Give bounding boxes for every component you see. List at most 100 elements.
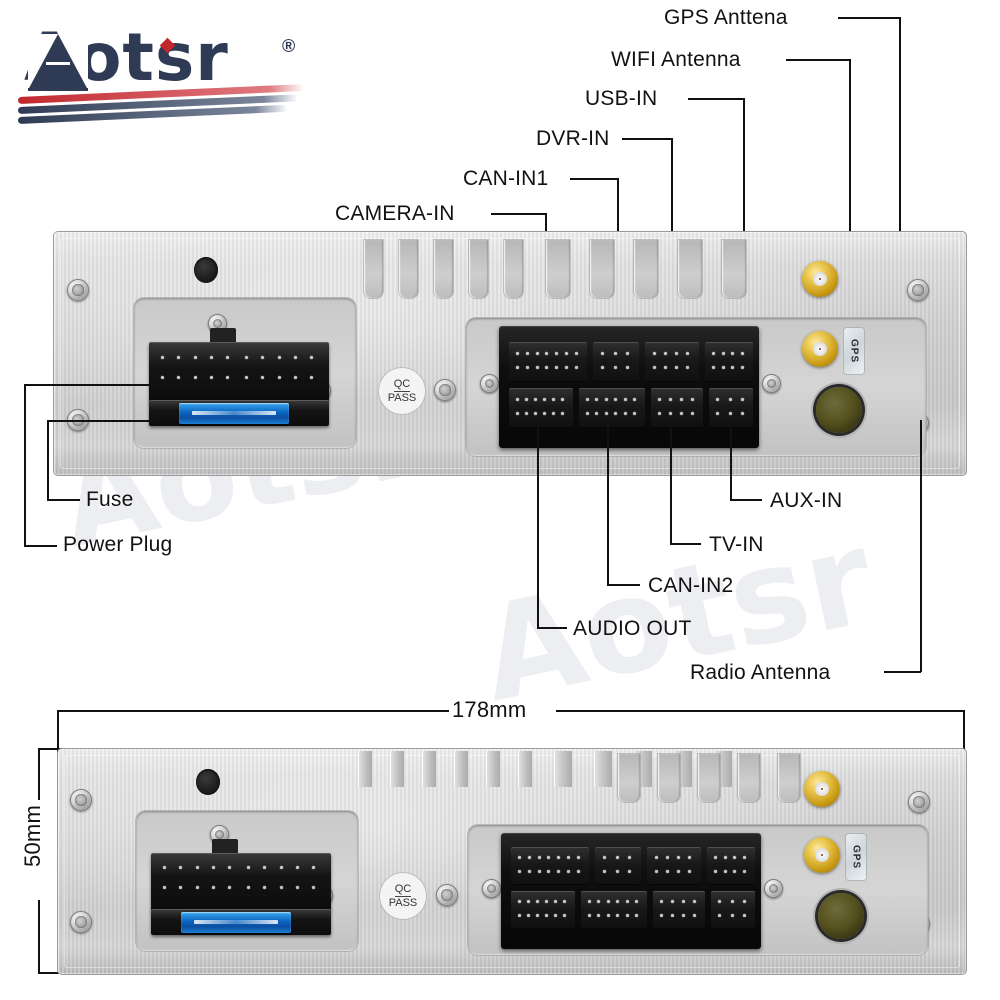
screw xyxy=(67,279,89,301)
power-connector-tab xyxy=(212,839,238,855)
leader-wifi-antenna xyxy=(786,59,850,61)
dimension-label-height: 50mm xyxy=(20,805,45,867)
leader-can-in2 xyxy=(607,584,640,586)
gps-antenna-connector[interactable] xyxy=(802,331,838,367)
qc-label-bottom: PASS xyxy=(388,896,418,909)
screw xyxy=(762,374,781,393)
dimension-line-width xyxy=(556,710,965,712)
qc-label-top: QC xyxy=(393,377,411,392)
screw xyxy=(482,879,501,898)
screw xyxy=(908,791,930,813)
connector-aux-in[interactable] xyxy=(711,891,755,929)
dimension-line-height xyxy=(38,900,40,973)
dimension-tick-height-top xyxy=(38,748,73,750)
callout-label-radio-antenna: Radio Antenna xyxy=(690,661,831,684)
connector-can-in1[interactable] xyxy=(593,342,639,382)
device-rear-panel-top: QC PASS xyxy=(53,231,967,476)
dimension-line-height xyxy=(38,748,40,800)
wifi-antenna-connector[interactable] xyxy=(804,771,840,807)
dimension-tick-height-bottom xyxy=(38,972,73,974)
leader-power-plug xyxy=(24,545,57,547)
leader-audio-out xyxy=(537,627,567,629)
leader-aux-in xyxy=(730,499,762,501)
leader-gps-antenna xyxy=(838,17,900,19)
multi-pin-connector-bank[interactable] xyxy=(499,326,759,448)
connector-tv-in[interactable] xyxy=(653,891,705,929)
screw xyxy=(436,884,458,906)
power-connector-tab xyxy=(210,328,236,344)
power-plug-connector[interactable] xyxy=(151,853,331,911)
connector-audio-out[interactable] xyxy=(509,388,573,428)
leader-fuse xyxy=(47,420,157,422)
dimension-tick-width-right xyxy=(963,710,965,758)
screw xyxy=(70,911,92,933)
connector-camera-in[interactable] xyxy=(511,847,589,885)
leader-aux-in xyxy=(730,420,732,500)
mounting-hole xyxy=(196,769,220,795)
leader-power-plug xyxy=(24,384,26,546)
qc-pass-sticker: QC PASS xyxy=(380,873,426,919)
qc-label-top: QC xyxy=(394,882,412,897)
callout-label-power-plug: Power Plug xyxy=(63,533,173,556)
screw xyxy=(907,279,929,301)
connector-dvr-in[interactable] xyxy=(645,342,699,382)
gps-sticker: GPS xyxy=(846,834,866,880)
leader-audio-out xyxy=(537,420,539,628)
connector-usb-in[interactable] xyxy=(707,847,755,885)
callout-label-can-in1: CAN-IN1 xyxy=(463,167,549,190)
callout-label-aux-in: AUX-IN xyxy=(770,489,843,512)
dimension-tick-width-left xyxy=(57,710,59,758)
power-plug-connector[interactable] xyxy=(149,342,329,402)
radio-antenna-jack[interactable] xyxy=(816,387,862,433)
leader-usb-in xyxy=(743,98,745,360)
wifi-antenna-connector[interactable] xyxy=(802,261,838,297)
leader-power-plug xyxy=(24,384,156,386)
connector-can-in1[interactable] xyxy=(595,847,641,885)
connector-dvr-in[interactable] xyxy=(647,847,701,885)
connector-audio-out[interactable] xyxy=(511,891,575,929)
callout-label-usb-in: USB-IN xyxy=(585,87,658,110)
leader-can-in1 xyxy=(570,178,618,180)
callout-label-tv-in: TV-IN xyxy=(709,533,764,556)
connector-usb-in[interactable] xyxy=(705,342,753,382)
screw xyxy=(480,374,499,393)
leader-can-in2 xyxy=(607,420,609,585)
qc-label-bottom: PASS xyxy=(387,391,417,404)
device-rear-panel-bottom: QC PASS xyxy=(57,748,967,975)
registered-mark: ® xyxy=(282,36,296,56)
connector-can-in2[interactable] xyxy=(579,388,645,428)
screw xyxy=(764,879,783,898)
dimension-label-width: 178mm xyxy=(452,697,527,722)
connector-tv-in[interactable] xyxy=(651,388,703,428)
gps-antenna-connector[interactable] xyxy=(804,837,840,873)
screw xyxy=(70,789,92,811)
leader-wifi-antenna xyxy=(849,59,851,347)
callout-label-wifi-antenna: WIFI Antenna xyxy=(611,48,741,71)
callout-label-dvr-in: DVR-IN xyxy=(536,127,610,150)
fuse[interactable] xyxy=(179,403,289,424)
leader-camera-in xyxy=(491,213,546,215)
connector-camera-in[interactable] xyxy=(509,342,587,382)
leader-gps-antenna xyxy=(899,17,901,277)
radio-antenna-jack[interactable] xyxy=(818,893,864,939)
screw xyxy=(434,379,456,401)
brand-logo: Aotsr ® xyxy=(17,18,318,124)
leader-radio-antenna xyxy=(920,420,922,672)
dimension-line-width xyxy=(57,710,449,712)
fuse[interactable] xyxy=(181,912,291,933)
callout-label-camera-in: CAMERA-IN xyxy=(335,202,455,225)
multi-pin-connector-bank[interactable] xyxy=(501,833,761,949)
leader-radio-antenna xyxy=(884,671,921,673)
callout-label-can-in2: CAN-IN2 xyxy=(648,574,734,597)
watermark: Aotsr xyxy=(468,500,886,732)
mounting-hole xyxy=(194,257,218,283)
leader-fuse xyxy=(47,499,80,501)
leader-tv-in xyxy=(670,543,701,545)
callout-label-audio-out: AUDIO OUT xyxy=(573,617,692,640)
callout-label-gps-antenna: GPS Anttena xyxy=(664,6,788,29)
callout-label-fuse: Fuse xyxy=(86,488,134,511)
leader-fuse xyxy=(47,420,49,500)
leader-usb-in xyxy=(688,98,744,100)
connector-can-in2[interactable] xyxy=(581,891,647,929)
